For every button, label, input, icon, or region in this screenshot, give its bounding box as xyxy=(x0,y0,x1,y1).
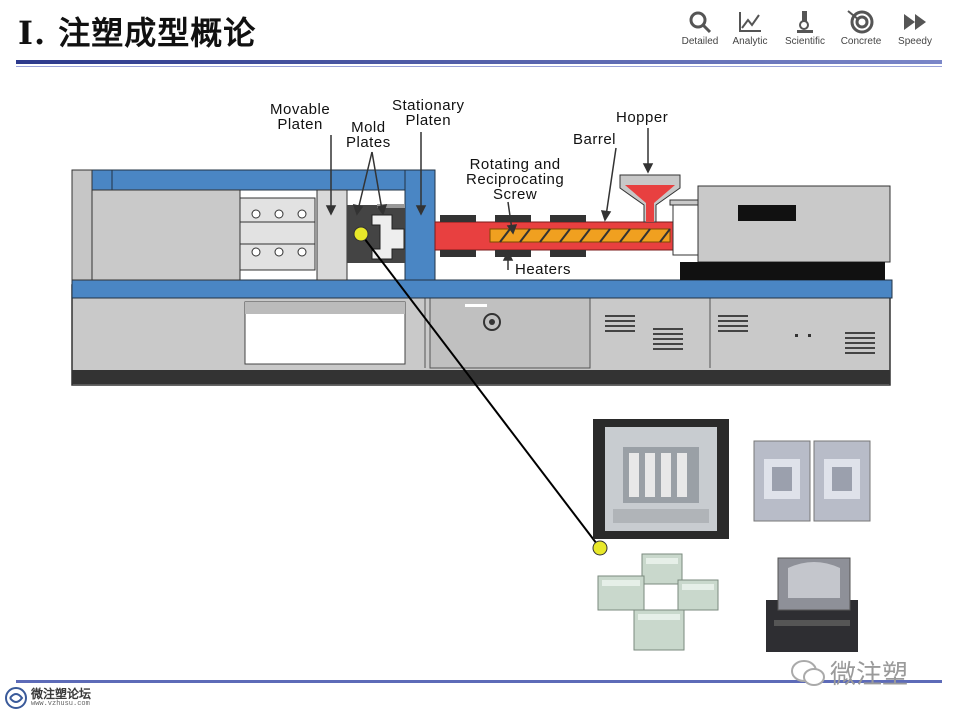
injection-unit xyxy=(697,185,891,263)
magnifier-icon xyxy=(689,11,712,34)
target-icon xyxy=(847,10,874,34)
watermark-text: 微注塑 xyxy=(830,660,909,690)
mold-photo-open xyxy=(593,419,729,539)
microscope-icon xyxy=(797,11,813,33)
toggle-links xyxy=(239,197,316,271)
mold-photo-group xyxy=(594,550,726,656)
fast-forward-icon xyxy=(904,14,926,30)
label-barrel: Barrel xyxy=(573,131,617,148)
nav-concrete[interactable]: Concrete xyxy=(831,10,891,47)
base-gauge xyxy=(483,313,501,331)
nav-speedy-label: Speedy xyxy=(898,36,932,47)
base-panel-middle xyxy=(429,297,591,369)
nav-detailed[interactable]: Detailed xyxy=(670,10,730,47)
label-hopper: Hopper xyxy=(616,109,669,126)
watermark: 微注塑 xyxy=(790,654,908,691)
injection-base xyxy=(680,262,885,280)
nav-detailed-label: Detailed xyxy=(681,36,719,47)
nav-concrete-label: Concrete xyxy=(840,36,882,47)
pointer-dot-mold xyxy=(353,226,369,242)
clamp-cylinder xyxy=(91,189,241,281)
screw xyxy=(489,228,671,243)
mold-photo-double xyxy=(750,433,874,529)
page-title: Ⅰ. 注塑成型概论 xyxy=(18,14,257,52)
mold-photo-dark xyxy=(760,550,864,658)
label-heaters: Heaters xyxy=(515,261,572,278)
pointer-dot-photo xyxy=(592,540,608,556)
stationary-platen xyxy=(404,169,436,281)
pointer-line xyxy=(360,233,601,549)
nav-scientific[interactable]: Scientific xyxy=(775,10,835,47)
movable-platen xyxy=(316,189,348,281)
footer-url: www.vzhusu.com xyxy=(31,700,90,708)
line-chart-icon xyxy=(739,12,761,32)
footer-rule xyxy=(16,680,942,683)
nav-speedy[interactable]: Speedy xyxy=(885,10,945,47)
footer-logo: 微注塑论坛 www.vzhusu.com xyxy=(4,686,91,710)
machine-base-rail xyxy=(72,370,890,384)
footer-logo-text: 微注塑论坛 xyxy=(31,687,92,701)
clamp-top-bar xyxy=(91,169,435,191)
nav-analytic[interactable]: Analytic xyxy=(720,10,780,47)
header-rule xyxy=(16,60,942,64)
control-screen xyxy=(738,205,796,221)
logo-swirl-icon xyxy=(5,687,27,709)
nav-analytic-label: Analytic xyxy=(732,36,768,47)
base-window-mesh xyxy=(245,302,405,314)
blue-rail xyxy=(71,279,893,299)
nav-scientific-label: Scientific xyxy=(784,36,825,47)
wechat-icon xyxy=(791,659,825,686)
vent-grilles xyxy=(605,315,875,354)
header-rule-thin xyxy=(16,66,942,67)
